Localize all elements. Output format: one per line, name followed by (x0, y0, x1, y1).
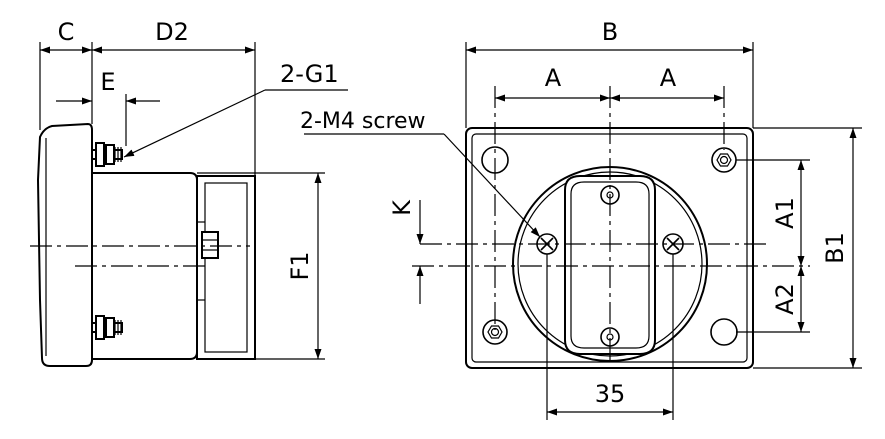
g1-leader (123, 89, 266, 158)
label-a1: A1 (771, 197, 799, 229)
side-centre-terminal (201, 231, 219, 259)
side-rear-cover (196, 175, 256, 360)
side-bezel (36, 122, 93, 367)
side-view: C D2 E 2-G1 F1 (30, 18, 348, 367)
terminal-block (564, 175, 656, 355)
label-35: 35 (595, 380, 626, 408)
terminal-block-inner (570, 181, 650, 349)
label-c: C (58, 18, 75, 46)
side-rear-cover-inner (204, 182, 248, 353)
side-bottom-stud (91, 315, 123, 340)
m4-leader (443, 133, 541, 238)
label-b1: B1 (821, 232, 849, 264)
label-a-left: A (545, 64, 562, 92)
front-view: B A A 2-M4 screw K A1 A2 B1 35 (300, 18, 862, 420)
label-b: B (602, 18, 618, 46)
side-top-stud (91, 142, 123, 167)
label-f1: F1 (286, 251, 314, 280)
label-d2: D2 (155, 18, 189, 46)
label-e: E (100, 68, 115, 96)
label-m4: 2-M4 screw (300, 109, 426, 134)
label-g1: 2-G1 (280, 60, 339, 88)
label-k: K (388, 199, 416, 216)
label-a2: A2 (771, 283, 799, 315)
label-a-right: A (660, 64, 677, 92)
